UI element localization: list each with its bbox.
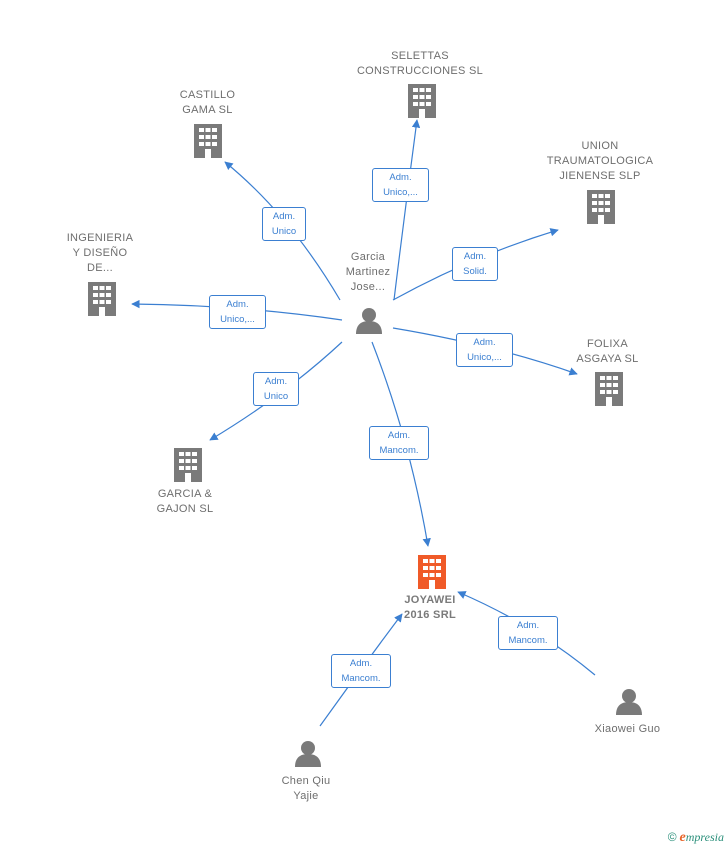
company-label-union[interactable]: UNION TRAUMATOLOGICA JIENENSE SLP: [546, 140, 654, 182]
edge-line-selettas: [393, 119, 421, 301]
edge-label-xiaowei[interactable]: Adm. Mancom.: [498, 616, 558, 650]
brand-name: mpresia: [685, 830, 724, 844]
company-label-folixa[interactable]: FOLIXA ASGAYA SL: [576, 338, 639, 365]
center-person-icon[interactable]: [356, 308, 382, 334]
company-label-joyawei[interactable]: JOYAWEI 2016 SRL: [404, 594, 456, 621]
joyawei-building-icon[interactable]: [418, 555, 446, 589]
edge-label-chen[interactable]: Adm. Mancom.: [331, 654, 391, 688]
company-label-ingenieria[interactable]: INGENIERIA Y DISEÑO DE...: [66, 232, 134, 274]
ingenieria-building-icon[interactable]: [88, 282, 116, 316]
union-building-icon[interactable]: [587, 190, 615, 224]
person-label-center[interactable]: Garcia Martinez Jose...: [345, 251, 391, 293]
person-label-chen[interactable]: Chen Qiu Yajie: [281, 775, 331, 802]
edge-label-joyawei[interactable]: Adm. Mancom.: [369, 426, 429, 460]
company-label-castillo[interactable]: CASTILLO GAMA SL: [179, 89, 236, 116]
company-label-garcia-gajon[interactable]: GARCIA & GAJON SL: [156, 488, 214, 515]
castillo-building-icon[interactable]: [194, 124, 222, 158]
chen-person-icon[interactable]: [295, 741, 321, 767]
folixa-building-icon[interactable]: [595, 372, 623, 406]
edge-label-folixa[interactable]: Adm. Unico,...: [456, 333, 513, 367]
copyright-symbol: ©: [667, 830, 677, 844]
edge-label-selettas[interactable]: Adm. Unico,...: [372, 168, 429, 202]
company-label-selettas[interactable]: SELETTAS CONSTRUCCIONES SL: [356, 50, 484, 77]
garcia-gajon-building-icon[interactable]: [174, 448, 202, 482]
person-label-xiaowei[interactable]: Xiaowei Guo: [594, 723, 661, 735]
edge-label-ingenieria[interactable]: Adm. Unico,...: [209, 295, 266, 329]
edge-label-union[interactable]: Adm. Solid.: [452, 247, 498, 281]
brand-initial: e: [679, 830, 686, 845]
brand-logo: ©empresia: [668, 830, 724, 846]
edge-label-garcia-gajon[interactable]: Adm. Unico: [253, 372, 299, 406]
xiaowei-person-icon[interactable]: [616, 689, 642, 715]
selettas-building-icon[interactable]: [408, 84, 436, 118]
edge-label-castillo[interactable]: Adm. Unico: [262, 207, 306, 241]
